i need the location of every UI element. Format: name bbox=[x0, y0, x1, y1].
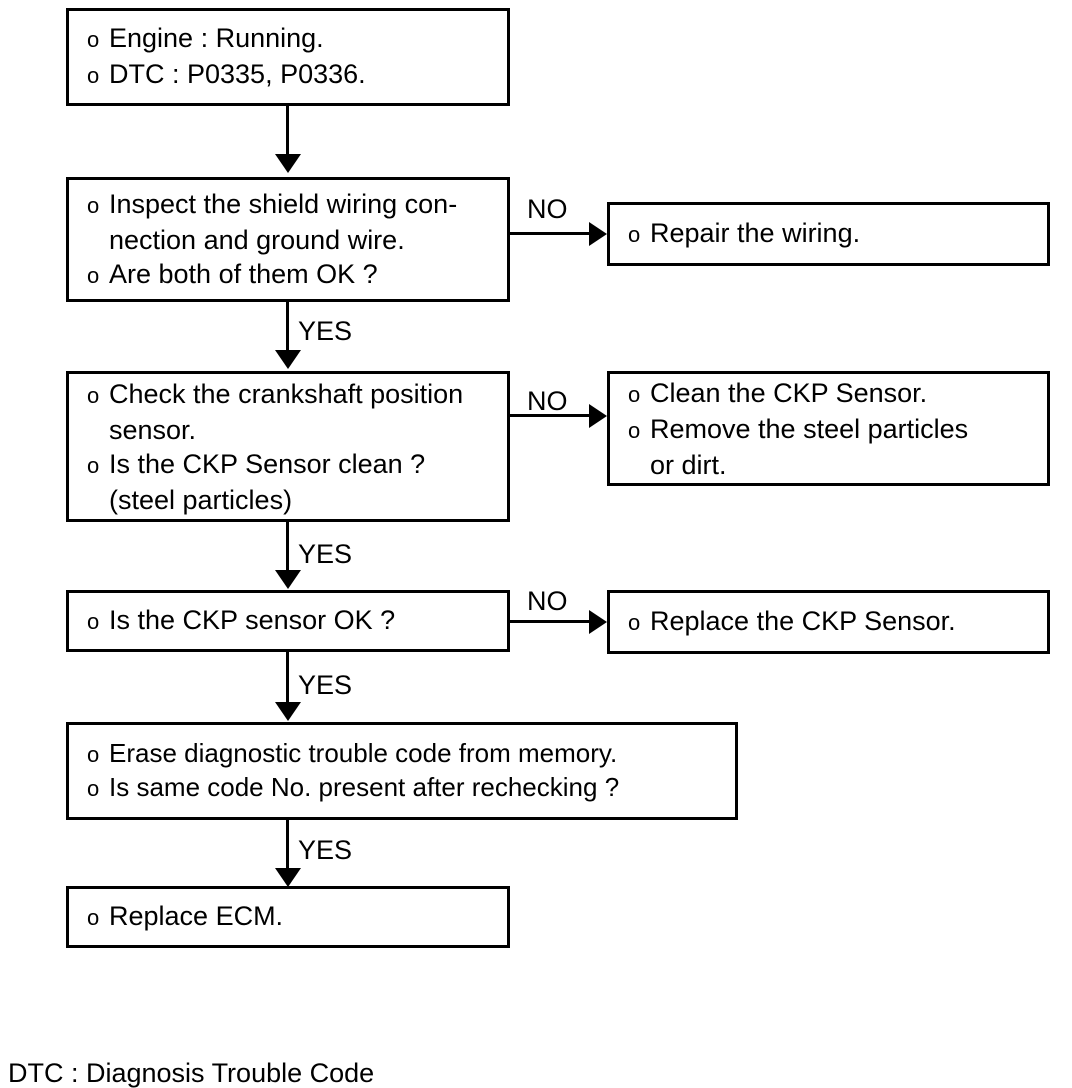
flow-box-is-ckp-sensor-ok: o Is the CKP sensor OK ? bbox=[66, 590, 510, 652]
box-line: o Are both of them OK ? bbox=[69, 257, 507, 293]
box-line-text: or dirt. bbox=[650, 449, 727, 480]
box-line: o DTC : P0335, P0336. bbox=[69, 57, 507, 93]
arrowhead-down bbox=[275, 868, 301, 887]
bullet-marker: o bbox=[87, 609, 100, 634]
arrowhead-right bbox=[589, 222, 607, 246]
arrowhead-down bbox=[275, 702, 301, 721]
edge-label-yes-clean: YES bbox=[298, 539, 353, 569]
connector-check-yes-to-sensor-ok bbox=[286, 522, 289, 572]
flow-box-replace-ecm: o Replace ECM. bbox=[66, 886, 510, 948]
box-line-text: (steel particles) bbox=[109, 484, 293, 515]
box-line-text: Are both of them OK ? bbox=[109, 258, 378, 289]
arrowhead-down bbox=[275, 350, 301, 369]
bullet-marker: o bbox=[87, 382, 100, 408]
box-line-text: Is the CKP sensor OK ? bbox=[109, 605, 396, 635]
bullet-marker: o bbox=[87, 776, 100, 801]
box-line-text: DTC : P0335, P0336. bbox=[109, 59, 366, 89]
box-line: o Clean the CKP Sensor. bbox=[610, 376, 1047, 412]
box-line: (steel particles) bbox=[69, 483, 507, 517]
connector-inspect-no-to-repair bbox=[510, 232, 590, 235]
bullet-marker: o bbox=[628, 381, 641, 407]
flow-box-repair-wiring: o Repair the wiring. bbox=[607, 202, 1050, 266]
box-line-text: nection and ground wire. bbox=[109, 224, 405, 255]
edge-label-no-wiring: NO bbox=[527, 194, 568, 224]
bullet-marker: o bbox=[628, 222, 641, 247]
connector-sensor-no-to-replace bbox=[510, 620, 590, 623]
edge-label-no-clean: NO bbox=[527, 386, 568, 416]
legend-line-dtc: DTC : Diagnosis Trouble Code bbox=[8, 1058, 375, 1088]
connector-inspect-yes-to-check bbox=[286, 302, 289, 352]
box-line: o Is the CKP sensor OK ? bbox=[69, 603, 507, 639]
box-line-text: Remove the steel particles bbox=[650, 413, 969, 444]
box-line: o Repair the wiring. bbox=[610, 216, 1047, 252]
bullet-marker: o bbox=[628, 610, 641, 635]
bullet-marker: o bbox=[87, 742, 100, 767]
box-line-text: Erase diagnostic trouble code from memor… bbox=[109, 738, 618, 768]
box-line: o Replace the CKP Sensor. bbox=[610, 604, 1047, 640]
box-line-text: Is the CKP Sensor clean ? bbox=[109, 448, 426, 479]
arrowhead-down bbox=[275, 154, 301, 173]
arrowhead-right bbox=[589, 404, 607, 428]
flow-box-erase-code: o Erase diagnostic trouble code from mem… bbox=[66, 722, 738, 820]
bullet-marker: o bbox=[87, 27, 100, 52]
box-line: o Replace ECM. bbox=[69, 899, 507, 935]
box-line: sensor. bbox=[69, 413, 507, 447]
box-line: o Is the CKP Sensor clean ? bbox=[69, 447, 507, 483]
connector-check-no-to-clean bbox=[510, 414, 590, 417]
box-line: o Engine : Running. bbox=[69, 21, 507, 57]
edge-label-yes-sensor-ok: YES bbox=[298, 670, 353, 700]
box-line-text: Clean the CKP Sensor. bbox=[650, 377, 928, 408]
box-line-text: Repair the wiring. bbox=[650, 218, 861, 248]
box-line: o Is same code No. present after recheck… bbox=[69, 771, 735, 805]
connector-preconditions-to-inspect bbox=[286, 106, 289, 156]
box-line-text: Replace ECM. bbox=[109, 901, 284, 931]
flow-box-check-ckp-sensor: o Check the crankshaft position sensor. … bbox=[66, 371, 510, 522]
bullet-marker: o bbox=[628, 417, 641, 443]
box-line-text: Check the crankshaft position bbox=[109, 378, 464, 409]
box-line: or dirt. bbox=[610, 448, 1047, 482]
box-line: o Inspect the shield wiring con- bbox=[69, 187, 507, 223]
flow-box-clean-ckp-sensor: o Clean the CKP Sensor. o Remove the ste… bbox=[607, 371, 1050, 486]
box-line-text: Replace the CKP Sensor. bbox=[650, 606, 956, 636]
box-line: o Check the crankshaft position bbox=[69, 377, 507, 413]
bullet-marker: o bbox=[87, 192, 100, 218]
box-line-text: Is same code No. present after recheckin… bbox=[109, 772, 620, 802]
box-line-text: Engine : Running. bbox=[109, 23, 324, 53]
flow-box-replace-ckp-sensor: o Replace the CKP Sensor. bbox=[607, 590, 1050, 654]
bullet-marker: o bbox=[87, 262, 100, 288]
flow-box-inspect-shield-wiring: o Inspect the shield wiring con- nection… bbox=[66, 177, 510, 302]
bullet-marker: o bbox=[87, 452, 100, 478]
connector-erase-yes-to-replace-ecm bbox=[286, 820, 289, 870]
edge-label-yes-code-present: YES bbox=[298, 835, 353, 865]
arrowhead-down bbox=[275, 570, 301, 589]
bullet-marker: o bbox=[87, 905, 100, 930]
box-line: o Remove the steel particles bbox=[610, 412, 1047, 448]
abbreviation-legend: DTC : Diagnosis Trouble Code ECM : Engin… bbox=[8, 988, 413, 1088]
edge-label-no-replace-sensor: NO bbox=[527, 586, 568, 616]
box-line-text: Inspect the shield wiring con- bbox=[109, 188, 458, 219]
box-line: o Erase diagnostic trouble code from mem… bbox=[69, 737, 735, 771]
arrowhead-right bbox=[589, 610, 607, 634]
flow-box-preconditions: o Engine : Running. o DTC : P0335, P0336… bbox=[66, 8, 510, 106]
edge-label-yes-wiring: YES bbox=[298, 316, 353, 346]
bullet-marker: o bbox=[87, 63, 100, 88]
box-line-text: sensor. bbox=[109, 414, 197, 445]
box-line: nection and ground wire. bbox=[69, 223, 507, 257]
connector-sensor-yes-to-erase bbox=[286, 652, 289, 704]
